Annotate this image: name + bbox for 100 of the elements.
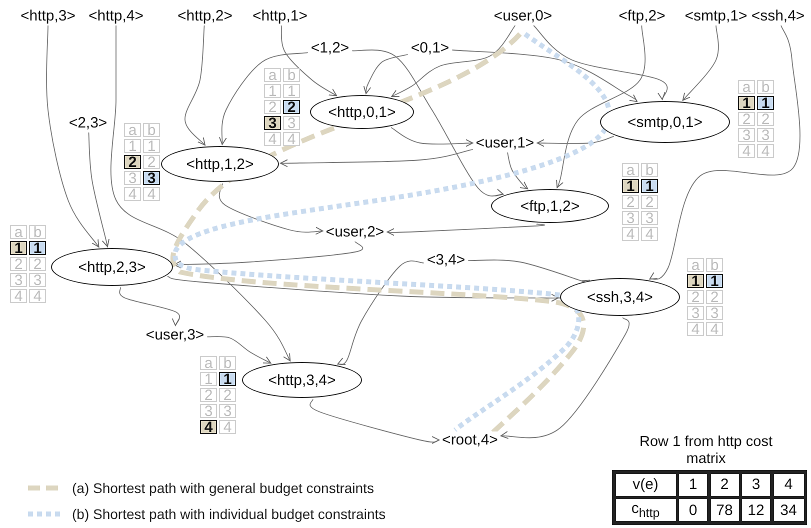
state-ellipse: <ssh,3,4> [560, 278, 680, 316]
table-cell: 4 [283, 132, 300, 146]
node-label: <smtp,1> [684, 8, 748, 24]
arrow [390, 127, 474, 148]
arrow [649, 25, 800, 281]
table-cell: c$_{http}$ [614, 498, 676, 522]
arrow [280, 25, 338, 96]
table-cell: 4 [622, 227, 639, 241]
table-cell: a [738, 80, 755, 94]
node-label: <root,4> [441, 432, 499, 448]
table-cell: 4 [10, 289, 27, 303]
arrow [310, 398, 440, 445]
table-cell: 2 [10, 257, 27, 271]
table-cell: 1 [757, 96, 774, 110]
node-label: <user,3> [144, 326, 206, 344]
table-cell: 1 [264, 84, 281, 98]
table-cell: 3 [143, 171, 160, 185]
state-ellipse: <http,2,3> [51, 248, 173, 286]
table-cell: b [706, 258, 723, 272]
table-cell: 1 [678, 472, 708, 496]
table-cell: b [143, 123, 160, 137]
table-cell: 4 [687, 322, 704, 336]
arrow [337, 260, 424, 367]
table-cell: a [264, 68, 281, 82]
node-label: <2,3> [68, 114, 108, 132]
state-ellipse: <http,0,1> [310, 95, 414, 129]
table-cell: 3 [29, 273, 46, 287]
node-label: <http,3> [19, 8, 77, 24]
table-cell: 2 [710, 472, 740, 496]
state-ellipse: <ftp,1,2> [491, 189, 609, 223]
table-cell: 2 [200, 388, 217, 402]
table-cell: 4 [29, 289, 46, 303]
table-cell: 3 [264, 116, 281, 130]
table-cell: 2 [706, 290, 723, 304]
arrow [362, 54, 408, 94]
table-cell: 3 [200, 404, 217, 418]
node-label: <http,2> [176, 8, 234, 24]
node-label: <0,1> [410, 40, 450, 56]
table-cell: b [29, 225, 46, 239]
arrow [507, 152, 528, 190]
arrow [46, 25, 100, 248]
table-cell: 3 [219, 404, 236, 418]
arrow [110, 25, 291, 362]
table-cell: 1 [10, 241, 27, 255]
arrow [352, 50, 504, 198]
node-label: <http,1> [251, 8, 309, 24]
table-cell: 3 [706, 306, 723, 320]
table-cell: 2 [687, 290, 704, 304]
arrow [280, 148, 474, 168]
table-cell: 1 [124, 139, 141, 153]
arrow [452, 50, 638, 102]
node-label: <ftp,2> [618, 8, 666, 24]
table-cell: 3 [283, 116, 300, 130]
arrow [536, 136, 614, 147]
table-cell: a [124, 123, 141, 137]
table-cell: v(e) [614, 472, 676, 496]
arrow [206, 336, 272, 364]
table-cell: 1 [641, 179, 658, 193]
table-cell: 1 [622, 179, 639, 193]
arrow [682, 25, 719, 101]
arrow [218, 52, 308, 145]
table-cell: 1 [29, 241, 46, 255]
node-label: <user,2> [324, 224, 386, 240]
table-cell: 4 [200, 420, 217, 434]
table-cell: a [687, 258, 704, 272]
table-cell: 78 [710, 498, 740, 522]
table-cell: b [757, 80, 774, 94]
table-cell: 4 [738, 144, 755, 158]
table-cell: 3 [622, 211, 639, 225]
table-cell: 1 [687, 274, 704, 288]
table-cell: b [219, 356, 236, 370]
table-cell: a [200, 356, 217, 370]
table-cell: 4 [706, 322, 723, 336]
node-label: <http,4> [87, 8, 145, 24]
table-cell: a [622, 163, 639, 177]
table-cell: 1 [706, 274, 723, 288]
table-cell: 2 [283, 100, 300, 114]
table-cell: 3 [124, 171, 141, 185]
table-cell: 4 [641, 227, 658, 241]
table-cell: 3 [738, 128, 755, 142]
state-ellipse: <http,1,2> [161, 146, 279, 182]
table-cell: 2 [264, 100, 281, 114]
state-ellipse: <smtp,0,1> [600, 101, 730, 143]
node-label: <user,0> [492, 8, 554, 24]
table-cell: 1 [143, 139, 160, 153]
arrow [386, 224, 546, 236]
table-cell: 2 [738, 112, 755, 126]
arrow [167, 276, 562, 302]
table-cell: 1 [200, 372, 217, 386]
arrow [218, 183, 324, 236]
arrow [391, 25, 516, 98]
table-cell: 3 [757, 128, 774, 142]
node-label: <ssh,4> [750, 8, 806, 24]
table-cell: 3 [641, 211, 658, 225]
arrow [184, 25, 206, 146]
table-cell: 3 [687, 306, 704, 320]
node-label: <user,1> [474, 134, 536, 152]
table-cell: 4 [757, 144, 774, 158]
table-cell: 2 [757, 112, 774, 126]
table-cell: 4 [219, 420, 236, 434]
